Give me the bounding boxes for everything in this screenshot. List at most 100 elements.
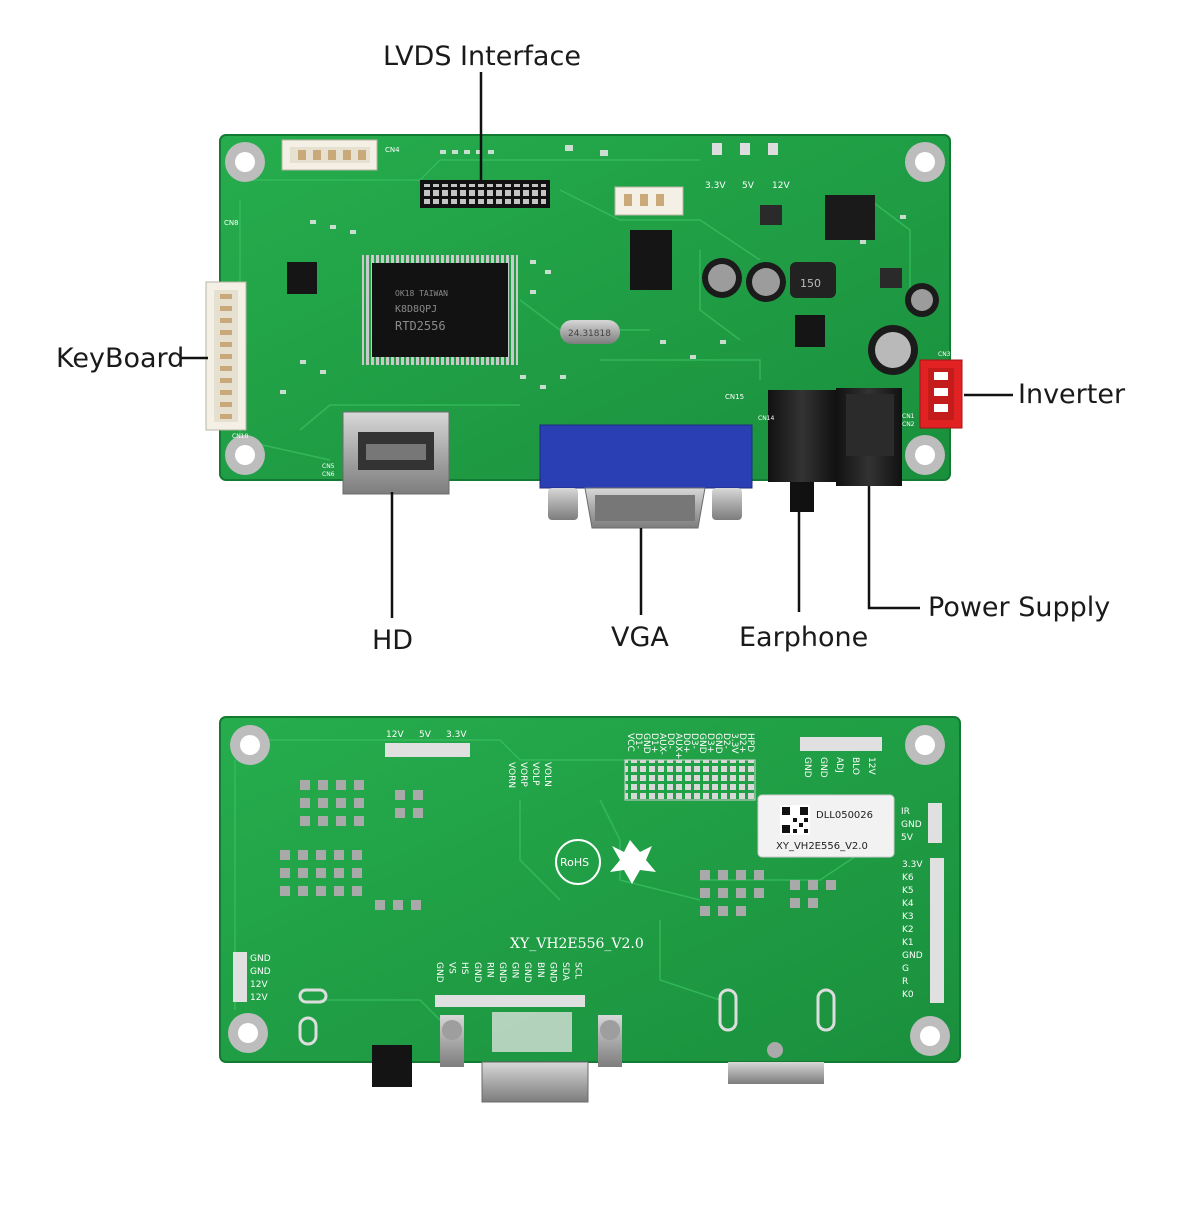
vol-pin-label: VORP [518,762,528,787]
slot-pad [718,988,738,1032]
pin-label: GND [497,962,507,983]
scaler-body [372,263,508,357]
cn15-label: CN15 [725,393,744,401]
inverter-label: Inverter [1018,379,1126,410]
qr-sticker: DLL050026 XY_VH2E556_V2.0 [757,794,895,858]
hdmi-connector: CN5 CN6 [322,411,450,495]
pin-label: GND [802,757,812,778]
chip-u10 [630,230,672,290]
back-vga [440,1012,622,1103]
inductor-small [760,205,782,225]
pin-label: GIN [510,962,520,978]
dp-header [624,759,756,801]
power-header [233,952,247,1002]
pin-label: K6 [902,873,914,883]
cn8-label: CN8 [224,219,239,227]
keyboard-label: KeyBoard [56,343,185,374]
pin-label: 12V [866,757,876,775]
pin-label: GND [713,733,723,754]
pin-label: K5 [902,886,914,896]
slot-pad [298,1016,318,1046]
pin-label: IR [901,807,910,817]
capacitor [746,262,786,302]
cn4-connector: CN4 [281,139,400,171]
pin-label: D1+ [649,733,659,753]
vga-screw [712,488,742,520]
pin-label: AUX+ [673,733,683,759]
pin-label: D3+ [705,733,715,753]
crystal-text: 24.31818 [568,329,611,339]
back-power [728,1062,824,1084]
eeprom-chip [287,262,317,294]
power-callout-line [867,486,920,610]
pin-label: R [902,977,908,987]
via-pad [767,1042,783,1058]
pin-label: SCL [573,962,583,979]
vol-pin-label: VOLP [530,762,540,786]
capacitor [905,283,939,317]
front-traces [239,159,911,461]
cn3-label: CN3 [938,351,951,358]
vga-body [539,424,753,489]
pin-label: AUX- [657,733,667,755]
pin-label: K1 [902,938,914,948]
lvds-interface-label: LVDS Interface [383,41,581,72]
brand-logo-icon [610,840,656,884]
pin-label: G [902,964,909,974]
mount-hole [910,1016,950,1056]
power-jack-face [846,394,894,456]
pin-label: GND [250,954,271,964]
back-pin-5v: 5V [419,730,432,740]
top-left-header: 12V 5V 3.3V [385,730,470,757]
cn10-label: CN10 [232,433,248,440]
capacitors: 150 [702,205,939,375]
vga-connector: CN15 [539,393,753,529]
back-pcb [219,716,961,1063]
rohs-text: RoHS [560,856,589,869]
pin-label: GND [902,951,923,961]
vga-label: VGA [611,622,669,653]
mount-hole [225,142,265,182]
lvds-header [420,180,550,208]
pin-label: GND [472,962,482,983]
qr-code-modules [782,807,808,833]
pin-label: VCC [625,733,635,752]
pin-label: GND [641,733,651,754]
earphone-jack-barrel [790,482,814,512]
keyboard-connector: CN10 [205,281,248,440]
regulator-block [825,195,875,240]
slot-pad [298,988,328,1004]
inductor-text: 150 [800,277,821,290]
pin-label: HPD [745,733,755,752]
cn2-label: CN2 [902,421,915,428]
back-pin-3v3: 3.3V [446,730,467,740]
smd-parts [280,145,906,394]
pin-label: RIN [484,962,494,978]
scaler-text-1: RTD2556 [395,319,446,333]
pin-label: D2+ [737,733,747,753]
vol-pins: VOLN VOLP VORP VORN [506,762,552,788]
voltage-jumper: 3.3V 5V 12V [705,143,790,191]
inverter-connector: CN3 [919,351,963,429]
capacitor [868,325,918,375]
pin-label: 3.3V [729,733,739,754]
pin-label: K0 [902,990,914,1000]
slot-pad [816,988,836,1032]
vol-pin-label: VOLN [542,762,552,787]
callout-lines [181,72,1013,618]
back-board: 12V 5V 3.3V VOLN VOLP VORP VORN VCC GND AU… [219,716,961,1103]
pin-label: D0+ [681,733,691,753]
jumper-label-3v3: 3.3V [705,181,726,191]
earphone-label: Earphone [739,622,869,653]
board-model: XY_VH2E556_V2.0 [510,936,644,952]
sticker-model: XY_VH2E556_V2.0 [776,841,868,852]
pin-label: D1- [633,733,643,749]
pin-label: GND [250,967,271,977]
ir-header [928,803,942,843]
jumper-label-12v: 12V [772,181,790,191]
rohs-mark: RoHS [555,839,601,885]
